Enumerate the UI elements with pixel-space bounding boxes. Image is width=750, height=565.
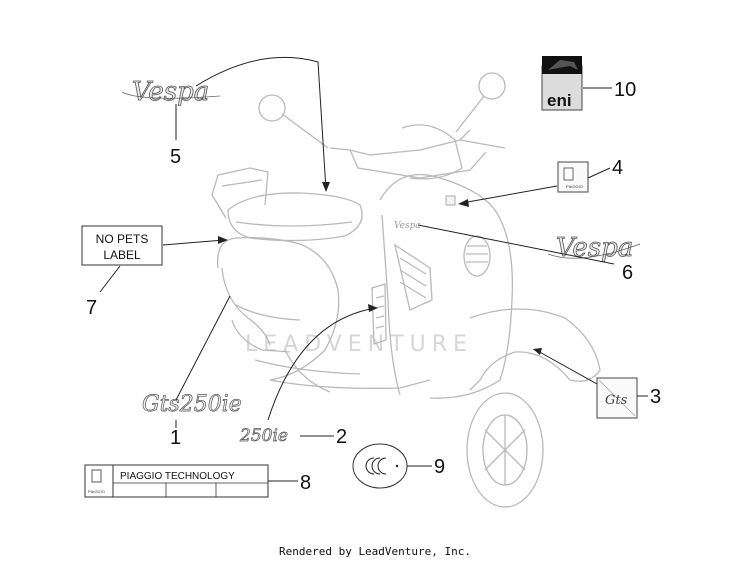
- leader-4: [587, 167, 611, 179]
- svg-text:LABEL: LABEL: [103, 248, 141, 262]
- arrowhead-4: [458, 199, 469, 207]
- arrowhead-2: [368, 304, 378, 312]
- callout-6: 6: [622, 262, 633, 284]
- arrowhead-7: [218, 236, 228, 244]
- callout-1: 1: [170, 427, 181, 449]
- callout-4: 4: [612, 157, 623, 179]
- scooter-illustration: [211, 72, 601, 508]
- leader-6: [417, 224, 615, 265]
- svg-text:Gts250ie: Gts250ie: [142, 392, 242, 417]
- leader-7: [99, 265, 121, 293]
- callout-10: 10: [614, 79, 636, 101]
- callout-7: 7: [86, 297, 97, 319]
- eni-logo: eni: [541, 56, 583, 111]
- vespa-on-scooter: Vespa: [394, 221, 421, 231]
- svg-text:PIAGGIO: PIAGGIO: [566, 184, 583, 189]
- callout-5: 5: [170, 146, 181, 168]
- ccc-mark-9: [352, 443, 408, 489]
- leader-7-to-scooter: [162, 239, 225, 246]
- leader-2-to-scooter: [267, 307, 377, 421]
- vespa-script-logo-6: Vespa: [547, 233, 641, 263]
- callout-8: 8: [300, 472, 311, 494]
- svg-text:PIAGGIO TECHNOLOGY: PIAGGIO TECHNOLOGY: [120, 471, 235, 482]
- svg-text:250ie: 250ie: [239, 426, 288, 446]
- rendered-by-footer: Rendered by LeadVenture, Inc.: [278, 545, 472, 558]
- svg-text:NO PETS: NO PETS: [96, 232, 149, 246]
- callout-9: 9: [434, 456, 445, 478]
- leader-1-to-scooter: [175, 295, 231, 401]
- leader-5-to-seat: [195, 57, 327, 191]
- arrowhead-3: [533, 348, 542, 355]
- arrowhead-5: [322, 182, 330, 192]
- piaggio-technology-plate-8: PIAGGIO PIAGGIO TECHNOLOGY: [84, 464, 269, 498]
- no-pets-label-7: NO PETS LABEL: [81, 225, 163, 266]
- 250ie-script-logo-2: 250ie: [239, 426, 289, 447]
- leader-4-to-scooter: [461, 185, 558, 204]
- svg-text:Vespa: Vespa: [556, 233, 633, 263]
- leader-3-to-scooter: [535, 349, 598, 385]
- svg-text:Gts: Gts: [605, 393, 628, 408]
- eni-text: eni: [547, 91, 572, 110]
- badge-on-scooter: [445, 195, 456, 206]
- vespa-script-logo-5: Vespa: [121, 77, 221, 107]
- gts-badge-3: Gts: [596, 377, 638, 419]
- callout-2: 2: [336, 426, 347, 448]
- piaggio-badge-4: PIAGGIO: [557, 161, 589, 193]
- svg-text:Vespa: Vespa: [132, 77, 209, 107]
- svg-text:PIAGGIO: PIAGGIO: [88, 489, 105, 494]
- callout-3: 3: [650, 386, 661, 408]
- gts250ie-script-logo-1: Gts250ie: [142, 392, 242, 418]
- watermark: LEADVENTURE: [245, 332, 473, 357]
